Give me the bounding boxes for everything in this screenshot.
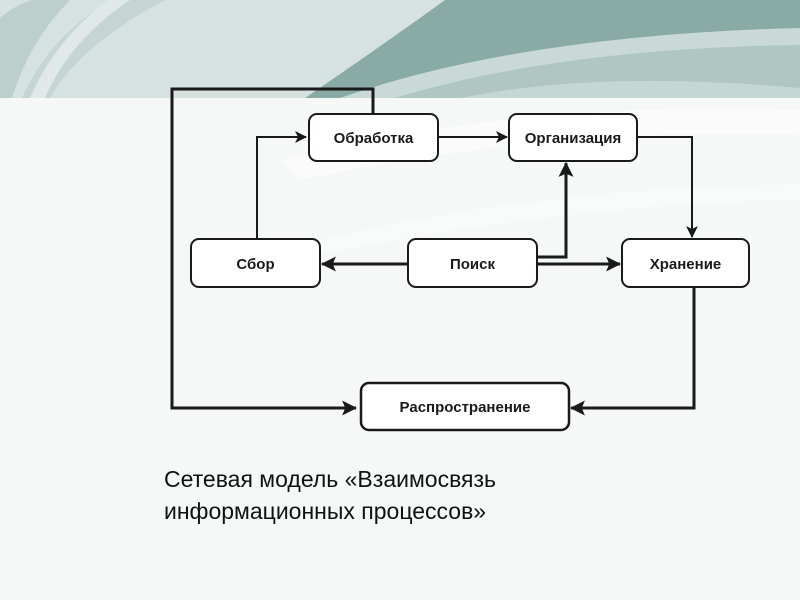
- node-label: Организация: [525, 130, 622, 147]
- slide-caption: Сетевая модель «Взаимосвязь информационн…: [164, 463, 624, 527]
- node-label: Хранение: [650, 256, 722, 273]
- body-sweep-lower: [300, 185, 800, 255]
- node-organizatsiya[interactable]: Организация: [508, 113, 638, 162]
- node-label: Обработка: [334, 130, 414, 147]
- left-swoosh-mid: [30, 0, 130, 98]
- node-label: Поиск: [450, 256, 496, 273]
- node-label: Распространение: [400, 399, 531, 416]
- body-sweep: [280, 108, 800, 180]
- caption-line-2: информационных процессов»: [164, 498, 487, 524]
- left-swoosh-outer: [0, 0, 70, 98]
- node-khranenie[interactable]: Хранение: [621, 238, 750, 288]
- edge-organizatsiya-khranenie: [637, 136, 698, 238]
- node-label: Сбор: [236, 256, 274, 273]
- edge-obrabotka-rasprostranenie: [170, 87, 375, 416]
- edge-poisk-organizatsiya: [538, 161, 574, 259]
- edge-khranenie-rasprostranenie: [569, 288, 696, 416]
- node-poisk[interactable]: Поиск: [407, 238, 538, 288]
- left-swoosh-inner: [22, 0, 165, 98]
- caption-line-1: Сетевая модель «Взаимосвязь: [164, 466, 497, 492]
- node-sbor[interactable]: Сбор: [190, 238, 321, 288]
- edge-sbor-obrabotka: [256, 131, 307, 239]
- node-rasprostranenie[interactable]: Распространение: [359, 381, 571, 432]
- right-swoosh-highlight: [460, 80, 800, 98]
- node-obrabotka[interactable]: Обработка: [308, 113, 439, 162]
